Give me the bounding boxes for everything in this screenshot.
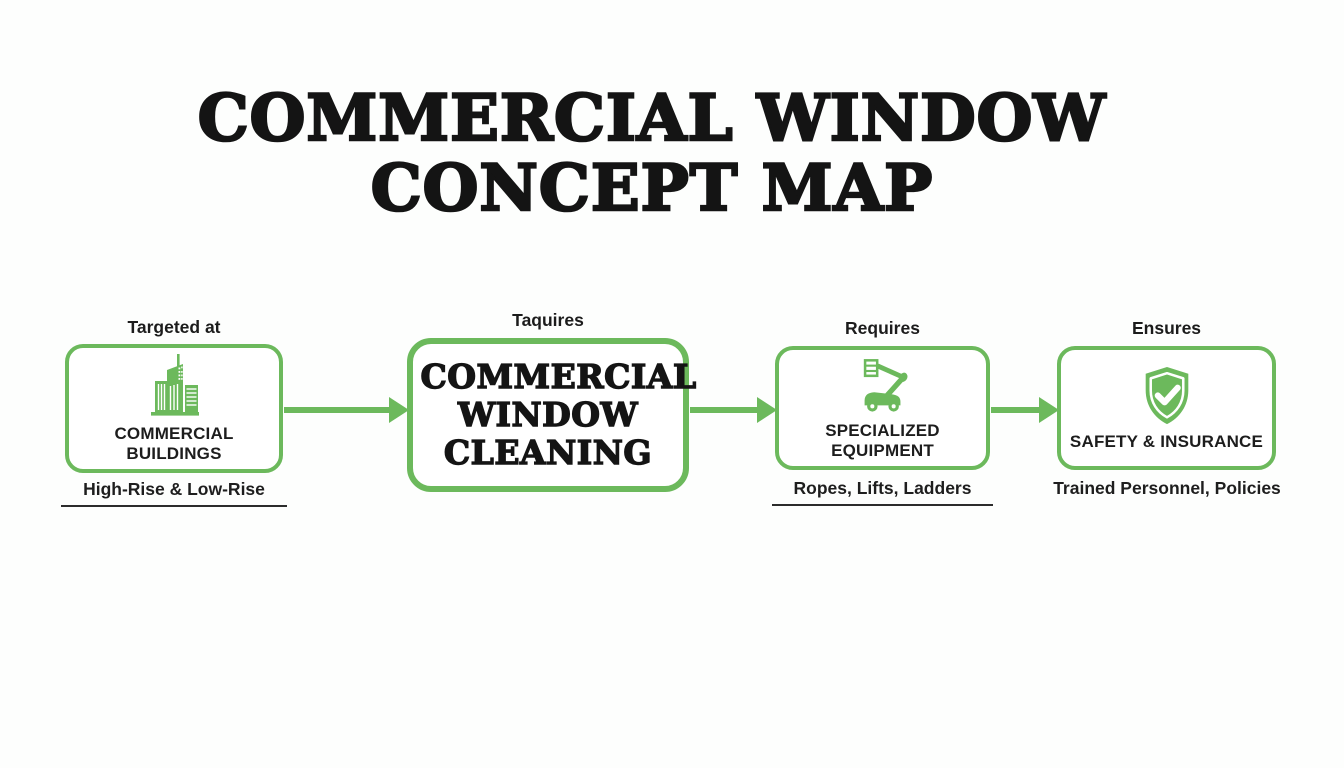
connector-arrow-1 (284, 390, 409, 430)
node-label-commercial-buildings: COMMERCIAL BUILDINGS (114, 424, 234, 463)
caption-text: Ropes, Lifts, Ladders (771, 478, 994, 506)
node-label-safety-insurance: SAFETY & INSURANCE (1069, 431, 1264, 451)
caption-text: Trained Personnel, Policies (1053, 478, 1281, 498)
caption-high-rise-low-rise: High-Rise & Low-Rise (55, 479, 293, 507)
relation-label-targeted-at: Targeted at (127, 317, 221, 337)
arrow-line (991, 407, 1045, 413)
boom-lift-icon (852, 355, 914, 417)
relation-label-taquires: Taquires (512, 310, 584, 330)
arrow-head-icon (1039, 397, 1059, 423)
arrow-head-icon (757, 397, 777, 423)
page-title: COMMERCIAL WINDOW CONCEPT MAP (0, 81, 1304, 226)
caption-trained-personnel-policies: Trained Personnel, Policies (1042, 478, 1292, 499)
page-title-line-2: CONCEPT MAP (369, 151, 934, 226)
node-commercial-buildings: COMMERCIAL BUILDINGS (65, 344, 283, 473)
arrow-line (284, 407, 395, 413)
node-safety-insurance: SAFETY & INSURANCE (1057, 346, 1276, 470)
relation-label-requires: Requires (845, 318, 920, 338)
node-specialized-equipment: SPECIALIZED EQUIPMENT (775, 346, 990, 470)
caption-text: High-Rise & Low-Rise (61, 479, 287, 507)
caption-ropes-lifts-ladders: Ropes, Lifts, Ladders (770, 478, 995, 506)
shield-check-icon (1136, 365, 1198, 427)
connector-arrow-2 (690, 390, 777, 430)
node-label-specialized-equipment: SPECIALIZED EQUIPMENT (825, 421, 940, 460)
buildings-icon (142, 353, 206, 417)
node-commercial-window-cleaning: COMMERCIAL WINDOW CLEANING (407, 338, 697, 492)
node-label-commercial-window-cleaning: COMMERCIAL WINDOW CLEANING (420, 357, 697, 472)
relation-label-ensures: Ensures (1131, 318, 1202, 338)
connector-arrow-3 (991, 390, 1059, 430)
arrow-line (690, 407, 763, 413)
page-title-line-1: COMMERCIAL WINDOW (196, 81, 1107, 156)
arrow-head-icon (389, 397, 409, 423)
